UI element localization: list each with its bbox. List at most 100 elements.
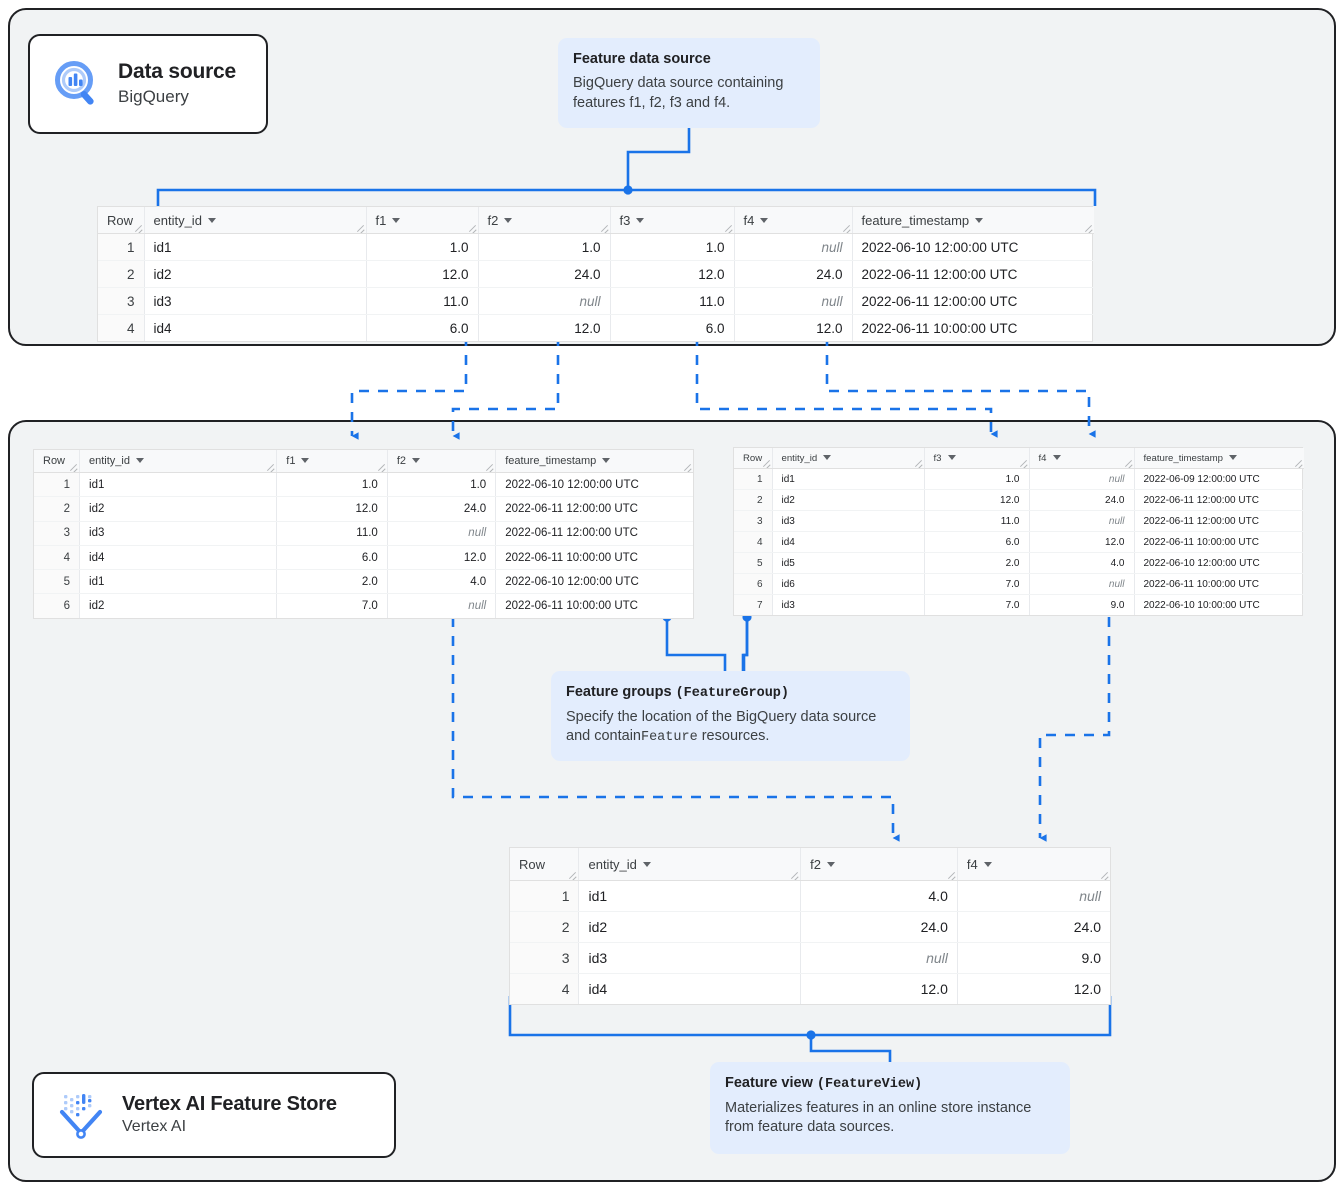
column-header-f3[interactable]: f3: [924, 448, 1030, 469]
cell-f2: 24.0: [800, 911, 958, 943]
column-resize-handle[interactable]: [1084, 224, 1092, 232]
column-resize-handle[interactable]: [762, 459, 770, 467]
cell-feature_timestamp: 2022-06-11 12:00:00 UTC: [1134, 510, 1304, 532]
chevron-down-icon[interactable]: [823, 454, 832, 460]
cell-f4: null: [1029, 510, 1135, 532]
chevron-down-icon[interactable]: [1052, 454, 1061, 460]
column-header-f4[interactable]: f4: [734, 207, 853, 234]
column-header-entity_id[interactable]: entity_id: [578, 848, 802, 881]
chevron-down-icon[interactable]: [504, 218, 513, 224]
column-resize-handle[interactable]: [468, 224, 476, 232]
chevron-down-icon[interactable]: [207, 218, 216, 224]
column-resize-handle[interactable]: [683, 463, 691, 471]
cell-f1: 12.0: [366, 260, 479, 288]
chevron-down-icon[interactable]: [975, 218, 984, 224]
column-header-f4[interactable]: f4: [1029, 448, 1135, 469]
column-resize-handle[interactable]: [377, 463, 385, 471]
column-resize-handle[interactable]: [356, 224, 364, 232]
chevron-down-icon[interactable]: [136, 458, 144, 464]
column-header-f4[interactable]: f4: [957, 848, 1110, 881]
column-header-row[interactable]: Row: [734, 448, 773, 469]
chevron-down-icon[interactable]: [760, 218, 769, 224]
column-header-f1[interactable]: f1: [276, 450, 388, 473]
column-resize-handle[interactable]: [947, 871, 955, 879]
column-header-entity_id[interactable]: entity_id: [144, 207, 367, 234]
chevron-down-icon[interactable]: [826, 862, 835, 868]
column-resize-handle[interactable]: [724, 224, 732, 232]
column-header-f3[interactable]: f3: [610, 207, 735, 234]
chevron-down-icon[interactable]: [947, 454, 956, 460]
column-resize-handle[interactable]: [600, 224, 608, 232]
column-header-label: Row: [743, 452, 763, 464]
column-header-row[interactable]: Row: [510, 848, 580, 881]
chevron-down-icon[interactable]: [392, 218, 401, 224]
cell-f2: 24.0: [387, 496, 497, 522]
column-header-f2[interactable]: f2: [478, 207, 611, 234]
cell-f1: 11.0: [276, 521, 388, 546]
column-header-f2[interactable]: f2: [800, 848, 958, 881]
column-resize-handle[interactable]: [842, 224, 850, 232]
column-resize-handle[interactable]: [1294, 459, 1302, 467]
column-header-row[interactable]: Row: [98, 207, 145, 234]
column-header-feature_timestamp[interactable]: feature_timestamp: [495, 450, 693, 473]
chevron-down-icon[interactable]: [642, 862, 651, 868]
callout-body-code: Feature: [640, 730, 698, 746]
chevron-down-icon[interactable]: [1228, 454, 1237, 460]
column-header-feature_timestamp[interactable]: feature_timestamp: [1134, 448, 1304, 469]
chevron-down-icon[interactable]: [301, 458, 310, 464]
column-header-entity_id[interactable]: entity_id: [79, 450, 278, 473]
column-resize-handle[interactable]: [134, 224, 142, 232]
column-header-f1[interactable]: f1: [366, 207, 479, 234]
cell-entity_id: id3: [144, 287, 367, 315]
column-header-f2[interactable]: f2: [387, 450, 497, 473]
column-resize-handle[interactable]: [914, 459, 922, 467]
column-resize-handle[interactable]: [1124, 459, 1132, 467]
chevron-down-icon[interactable]: [983, 862, 992, 868]
column-resize-handle[interactable]: [568, 871, 576, 879]
cell-row: 3: [34, 521, 81, 546]
cell-f4: null: [1029, 573, 1135, 595]
column-header-row[interactable]: Row: [34, 450, 81, 473]
chevron-down-icon[interactable]: [412, 458, 421, 464]
chevron-down-icon[interactable]: [636, 218, 645, 224]
column-resize-handle[interactable]: [1100, 871, 1108, 879]
column-resize-handle[interactable]: [485, 463, 493, 471]
column-resize-handle[interactable]: [790, 871, 798, 879]
column-header-feature_timestamp[interactable]: feature_timestamp: [852, 207, 1094, 234]
column-resize-handle[interactable]: [69, 463, 77, 471]
column-header-entity_id[interactable]: entity_id: [772, 448, 925, 469]
column-resize-handle[interactable]: [1019, 459, 1027, 467]
column-header-label: feature_timestamp: [1143, 452, 1223, 464]
column-header-label: entity_id: [781, 452, 818, 464]
null-value: null: [926, 950, 948, 966]
cell-row: 3: [734, 510, 773, 532]
chevron-down-icon[interactable]: [602, 458, 611, 464]
column-resize-handle[interactable]: [266, 463, 274, 471]
